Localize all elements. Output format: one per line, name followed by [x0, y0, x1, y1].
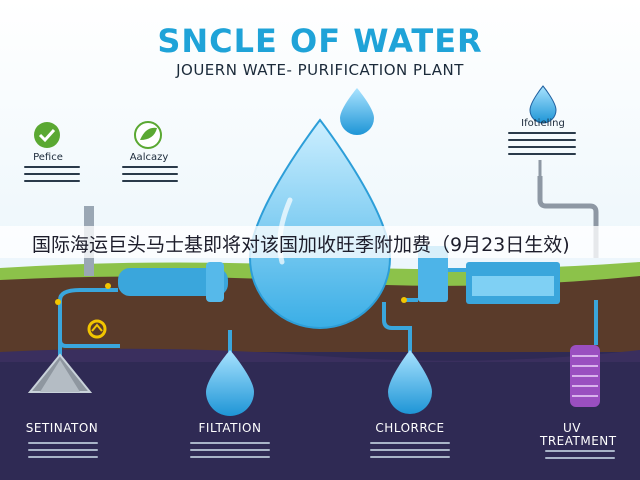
intake-pipe — [118, 268, 228, 296]
central-droplet-icon — [248, 118, 392, 329]
badge-text-3 — [508, 132, 576, 160]
page-title: SNCLE OF WATER — [157, 22, 483, 60]
chlorine-droplet-icon — [388, 350, 432, 414]
page-subtitle: JOUERN WATE- PURIFICATION PLANT — [176, 61, 464, 79]
right-droplet-icon — [529, 85, 557, 124]
stage-label-uv: UV TREATMENT — [540, 421, 617, 448]
stage-label-chlorine: CHLORRCE — [375, 421, 445, 435]
holding-tank — [418, 246, 448, 302]
stage-text-2 — [190, 442, 270, 463]
stage-label-filtration: FILTATION — [198, 421, 262, 435]
gauge-icon — [87, 319, 107, 339]
badge-text-1 — [24, 166, 80, 187]
filtration-droplet-icon — [206, 350, 254, 416]
badge-text-2 — [122, 166, 178, 187]
stage-text-3 — [370, 442, 450, 463]
check-icon — [34, 122, 60, 148]
badge-label-2: Aalcazy — [129, 152, 169, 163]
caption-text: 国际海运巨头马士基即将对该国加收旺季附加费（9月23日生效) — [32, 234, 570, 256]
stage-text-4 — [545, 450, 615, 464]
top-droplet-icon — [340, 88, 374, 135]
underground-layer — [0, 352, 640, 480]
stage-text-1 — [28, 442, 98, 463]
badge-label-1: Pefice — [33, 152, 63, 163]
badge-label-3: Ifotieling — [521, 118, 565, 129]
caption-band — [0, 226, 640, 258]
stage-label-sedimentation: SETINATON — [25, 421, 99, 435]
